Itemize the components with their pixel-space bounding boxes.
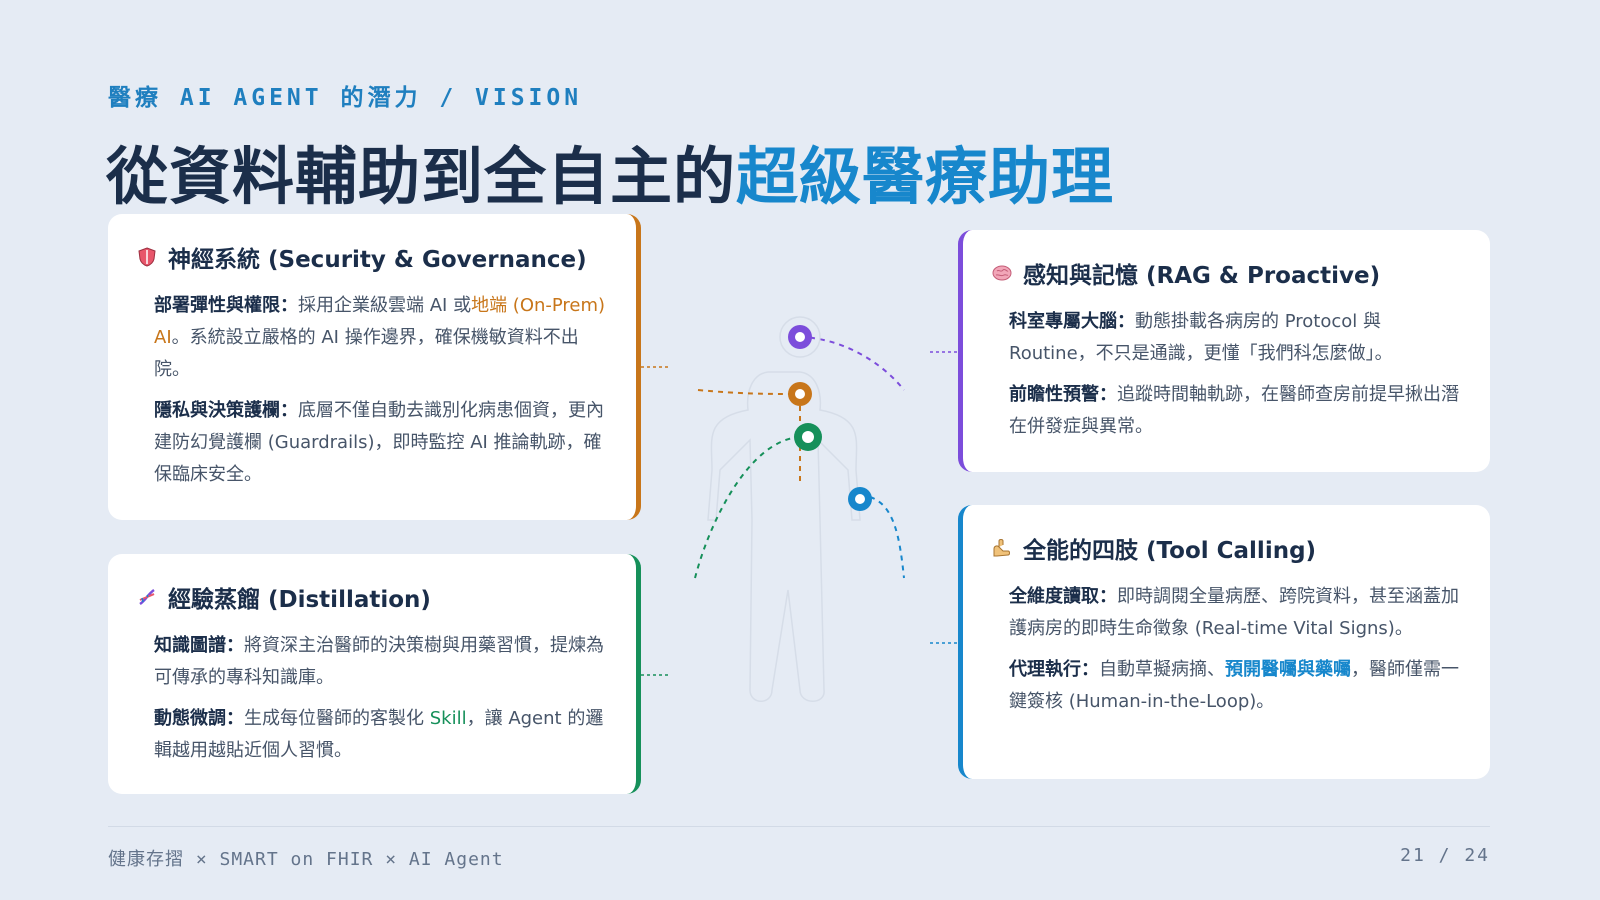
- node-security: [788, 382, 812, 406]
- card-distill-title: 經驗蒸餾 (Distillation): [168, 587, 431, 613]
- eyebrow-label: 醫療 AI AGENT 的潛力 / VISION: [108, 85, 583, 111]
- node-brain: [779, 316, 821, 358]
- text-privacy: 底層不僅自動去識別化病患個資，更內建防幻覺護欄 (Guardrails)，即時監…: [154, 400, 604, 485]
- dna-icon: [139, 588, 155, 606]
- curve-brain: [799, 336, 905, 391]
- page-title: 從資料輔助到全自主的超級醫療助理: [106, 126, 1114, 216]
- label-privacy: 隱私與決策護欄：: [154, 400, 298, 421]
- card-tool-para-2: 代理執行：自動草擬病摘、預開醫囑與藥囑，醫師僅需一鍵簽核 (Human-in-t…: [1009, 654, 1462, 718]
- text-proactive-alert: 追蹤時間軸軌跡，在醫師查房前提早揪出潛在併發症與異常。: [1009, 384, 1459, 437]
- page-number: 21 / 24: [1400, 845, 1490, 866]
- node-tool: [848, 487, 872, 511]
- card-distill-para-1: 知識圖譜：將資深主治醫師的決策樹與用藥習慣，提煉為可傳承的專科知識庫。: [154, 630, 608, 694]
- card-rag: 感知與記憶 (RAG & Proactive) 科室專屬大腦：動態掛載各病房的 …: [958, 230, 1490, 472]
- highlight-onprem: 地端 (On-Prem) AI: [154, 295, 606, 348]
- card-distillation: 經驗蒸餾 (Distillation) 知識圖譜：將資深主治醫師的決策樹與用藥習…: [108, 554, 641, 794]
- card-security-para-1: 部署彈性與權限：採用企業級雲端 AI 或地端 (On-Prem) AI。系統設立…: [154, 290, 608, 386]
- card-tool-title: 全能的四肢 (Tool Calling): [1023, 538, 1317, 564]
- shield-icon: [138, 247, 156, 267]
- text-dept-brain: 動態掛載各病房的 Protocol 與 Routine，不只是通識，更懂「我們科…: [1009, 311, 1393, 364]
- text-tuning-b: ，讓 Agent 的邏輯越用越貼近個人習慣。: [154, 708, 604, 761]
- text-deployment-a: 採用企業級雲端 AI 或: [298, 295, 472, 316]
- card-rag-heading: 感知與記憶 (RAG & Proactive): [991, 256, 1462, 290]
- text-knowledge-graph: 將資深主治醫師的決策樹與用藥習慣，提煉為可傳承的專科知識庫。: [154, 635, 604, 688]
- node-distill: [794, 423, 822, 451]
- card-security-title: 神經系統 (Security & Governance): [168, 247, 587, 273]
- label-full-read: 全維度讀取：: [1009, 586, 1117, 607]
- card-security-heading: 神經系統 (Security & Governance): [136, 240, 608, 274]
- text-exec-a: 自動草擬病摘、: [1099, 659, 1225, 680]
- label-deployment: 部署彈性與權限：: [154, 295, 298, 316]
- card-tool-calling: 全能的四肢 (Tool Calling) 全維度讀取：即時調閱全量病歷、跨院資料…: [958, 505, 1490, 779]
- card-rag-para-2: 前瞻性預警：追蹤時間軸軌跡，在醫師查房前提早揪出潛在併發症與異常。: [1009, 379, 1462, 443]
- body-silhouette: [707, 371, 861, 702]
- label-dept-brain: 科室專屬大腦：: [1009, 311, 1135, 332]
- title-main: 從資料輔助到全自主的: [106, 140, 737, 213]
- text-deployment-b: 。系統設立嚴格的 AI 操作邊界，確保機敏資料不出院。: [154, 327, 579, 380]
- brain-icon: [992, 265, 1012, 281]
- curve-security: [697, 389, 794, 395]
- title-accent: 超級醫療助理: [736, 140, 1115, 213]
- text-full-read: 即時調閱全量病歷、跨院資料，甚至涵蓋加護病房的即時生命徵象 (Real-time…: [1009, 586, 1459, 639]
- curve-tool: [869, 496, 905, 579]
- label-proactive-alert: 前瞻性預警：: [1009, 384, 1117, 405]
- card-rag-title: 感知與記憶 (RAG & Proactive): [1023, 263, 1381, 289]
- footer-series-label: 健康存摺 × SMART on FHIR × AI Agent: [108, 849, 504, 870]
- highlight-skill: Skill: [429, 708, 467, 729]
- highlight-orders: 預開醫囑與藥囑: [1225, 659, 1351, 680]
- label-knowledge-graph: 知識圖譜：: [154, 635, 244, 656]
- card-rag-para-1: 科室專屬大腦：動態掛載各病房的 Protocol 與 Routine，不只是通識…: [1009, 306, 1462, 370]
- text-exec-b: ，醫師僅需一鍵簽核 (Human-in-the-Loop)。: [1009, 659, 1459, 712]
- card-distill-para-2: 動態微調：生成每位醫師的客製化 Skill，讓 Agent 的邏輯越用越貼近個人…: [154, 703, 608, 767]
- card-tool-heading: 全能的四肢 (Tool Calling): [991, 531, 1462, 565]
- card-security-para-2: 隱私與決策護欄：底層不僅自動去識別化病患個資，更內建防幻覺護欄 (Guardra…: [154, 395, 608, 491]
- card-security: 神經系統 (Security & Governance) 部署彈性與權限：採用企…: [108, 214, 641, 520]
- curve-distill: [694, 436, 801, 579]
- card-tool-para-1: 全維度讀取：即時調閱全量病歷、跨院資料，甚至涵蓋加護病房的即時生命徵象 (Rea…: [1009, 581, 1462, 645]
- card-distill-heading: 經驗蒸餾 (Distillation): [136, 580, 608, 614]
- flexed-arm-icon: [993, 539, 1010, 557]
- label-dynamic-tuning: 動態微調：: [154, 708, 244, 729]
- text-tuning-a: 生成每位醫師的客製化: [244, 708, 430, 729]
- footer-divider: [108, 826, 1490, 827]
- label-agent-exec: 代理執行：: [1009, 659, 1099, 680]
